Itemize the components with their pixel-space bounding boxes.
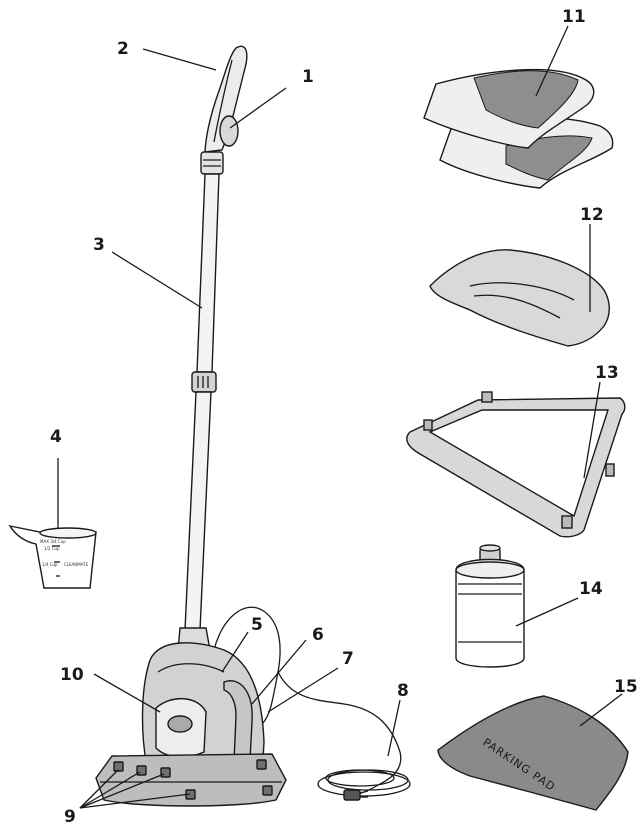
power-cord	[213, 606, 401, 753]
plug-coil	[317, 751, 411, 801]
microfiber-pad	[429, 249, 610, 347]
label-4: 4	[50, 427, 62, 447]
label-9: 9	[64, 807, 76, 827]
plug-icon	[343, 789, 361, 801]
label-1: 1	[302, 67, 314, 87]
pad-frame	[406, 391, 626, 538]
filter-cartridge	[455, 544, 525, 668]
label-14: 14	[579, 579, 603, 599]
label-8: 8	[397, 681, 409, 701]
cup-mark-top: MAX 3/4 Cup	[40, 539, 66, 544]
handle-grip	[204, 45, 248, 153]
label-3: 3	[93, 235, 105, 255]
shaft-clip	[191, 371, 217, 393]
cup-mark-low: 1/4 Cup	[42, 562, 58, 567]
label-12: 12	[580, 205, 604, 225]
label-6: 6	[312, 625, 324, 645]
trigger-button	[219, 115, 239, 147]
steam-mop	[95, 45, 401, 807]
lower-shaft	[184, 391, 212, 631]
label-7: 7	[342, 649, 354, 669]
label-13: 13	[595, 363, 619, 383]
label-5: 5	[251, 615, 263, 635]
mop-pads	[423, 68, 614, 189]
part-labels: 2 1 3 4 5 6 7 8 9 10 11 12 13 14 15	[50, 7, 638, 827]
label-15: 15	[614, 677, 638, 697]
leader-lines	[57, 25, 623, 809]
label-2: 2	[117, 39, 129, 59]
measuring-cup: MAX 3/4 Cup 1/2 Cup 1/4 Cup CLEANMATE	[8, 525, 97, 589]
cup-brand: CLEANMATE	[64, 562, 89, 567]
cup-mark-mid: 1/2 Cup	[44, 546, 60, 551]
label-11: 11	[562, 7, 586, 27]
label-10: 10	[60, 665, 84, 685]
upper-shaft	[196, 173, 220, 373]
cup-body	[8, 525, 97, 589]
parking-pad: PARKING PAD	[437, 695, 629, 811]
handle-collar	[200, 151, 224, 175]
